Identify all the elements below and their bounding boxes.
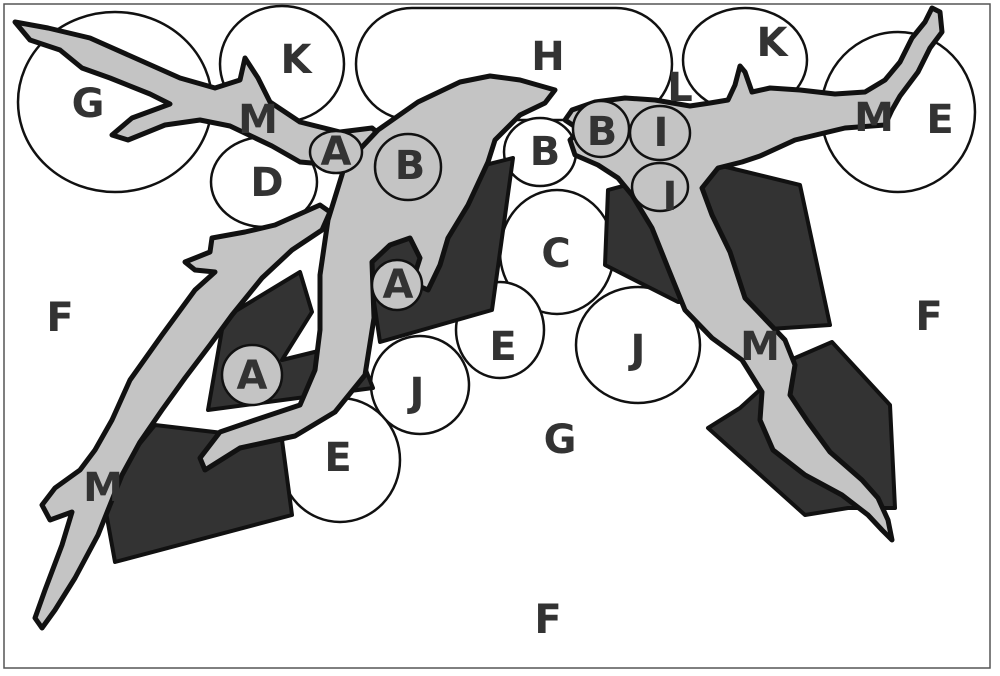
circle-b-right xyxy=(571,99,631,159)
branch-top-left xyxy=(12,19,385,168)
small-circles xyxy=(220,99,692,407)
circle-a-middle xyxy=(370,258,424,312)
circle-a-lower xyxy=(220,343,284,407)
frame-border xyxy=(3,3,991,669)
label-b-top-left: B xyxy=(395,143,426,189)
circle-a-top xyxy=(308,129,364,175)
label-a-lower: A xyxy=(237,353,268,399)
zone-labels: G K H K L E M M A B B B I I D C F F A E … xyxy=(46,20,953,643)
label-i-right-1: I xyxy=(654,110,669,156)
label-g-center: G xyxy=(544,417,577,463)
label-m-right-branch: M xyxy=(740,324,780,370)
label-h-top: H xyxy=(531,34,564,80)
label-m-lower-left: M xyxy=(83,465,123,511)
circle-i-right-1 xyxy=(628,104,692,162)
label-e-middle: E xyxy=(489,324,516,370)
branch-long-left xyxy=(32,202,333,631)
label-m-top-left: M xyxy=(238,97,278,143)
label-a-top: A xyxy=(321,129,352,175)
label-f-left: F xyxy=(46,295,73,341)
label-j-center-left: J xyxy=(407,370,425,416)
label-l-top: L xyxy=(667,65,693,111)
label-i-right-2: I xyxy=(663,174,678,220)
label-e-lower: E xyxy=(324,435,351,481)
label-j-center-right: J xyxy=(628,327,646,373)
label-b-center: B xyxy=(530,129,561,175)
label-m-top-right: M xyxy=(854,95,894,141)
label-d-left: D xyxy=(250,160,283,206)
label-k-top-right: K xyxy=(757,20,790,66)
label-k-top-left: K xyxy=(281,37,314,83)
zone-j-center-right xyxy=(574,285,702,405)
label-a-middle: A xyxy=(383,262,414,308)
label-e-top-right: E xyxy=(926,97,953,143)
label-g-top-left: G xyxy=(72,81,105,127)
label-b-right: B xyxy=(587,109,618,155)
circle-i-right-2 xyxy=(630,161,690,213)
circle-b-top-left xyxy=(373,132,443,202)
label-f-right: F xyxy=(915,294,942,340)
label-f-bottom: F xyxy=(534,597,561,643)
label-c-center: C xyxy=(541,231,570,277)
